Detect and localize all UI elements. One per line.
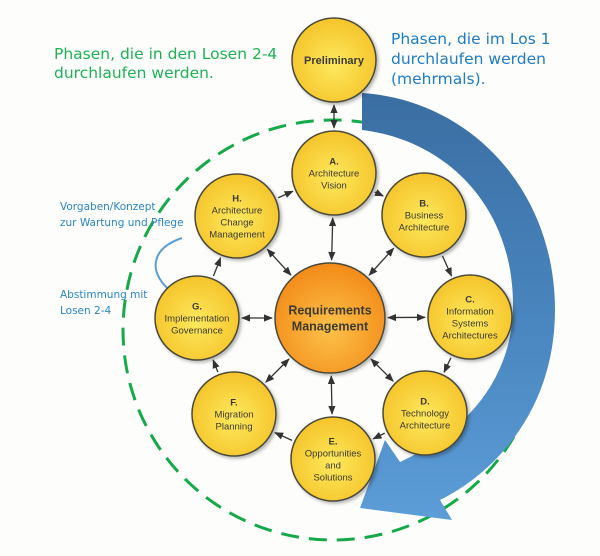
phase-letter: C.	[465, 294, 475, 305]
phase-preliminary[interactable]: Preliminary	[291, 17, 377, 103]
nodes: PreliminaryRequirementsManagementA.Archi…	[154, 17, 513, 502]
phase-letter: A.	[329, 156, 339, 167]
phase-label: Solutions	[313, 472, 352, 483]
phase-label: Architecture	[400, 420, 451, 431]
phase-label: Architecture	[399, 222, 450, 233]
feedback-arc-g-h	[154, 237, 183, 290]
spoke-arrow-e	[327, 375, 336, 415]
los-1-cycle-arrow	[360, 93, 555, 520]
annotation-line: durchlaufen werden.	[54, 63, 214, 82]
phase-letter: E.	[329, 436, 338, 447]
phase-letter: H.	[232, 193, 242, 204]
phase-e-circle	[290, 416, 376, 502]
annotation-line: Losen 2-4	[60, 304, 112, 317]
cycle-arrow-a-b	[374, 189, 385, 197]
phase-label: Architecture	[212, 205, 263, 216]
annotation-line: Phasen, die in den Losen 2-4	[54, 45, 278, 63]
abstimmung-annotation: Abstimmung mit Losen 2-4	[60, 288, 147, 320]
center-label: Requirements	[288, 303, 371, 317]
annotation-line: Phasen, die im Los 1	[391, 30, 551, 48]
spoke-arrow-f	[265, 358, 290, 383]
spoke-arrow-d	[370, 358, 394, 382]
phase-d-circle	[382, 370, 468, 456]
phase-label: Change	[220, 217, 253, 228]
annotation-line: Abstimmung mit	[60, 289, 148, 301]
los-1-annotation: Phasen, die im Los 1 durchlaufen werden …	[391, 30, 551, 89]
cycle-arrow-f-g	[212, 359, 220, 373]
cycle-arrow-c-d	[443, 357, 452, 374]
spoke-arrow-h	[266, 248, 292, 276]
cycle-arrow-h-a	[277, 190, 294, 199]
phase-preliminary-circle	[291, 17, 377, 103]
phase-label: Opportunities	[305, 448, 362, 459]
wartung-annotation: Vorgaben/Konzept zur Wartung und Pflege	[60, 200, 184, 232]
phase-label: Migration	[214, 409, 253, 420]
phase-label: Vision	[321, 180, 347, 191]
phase-label: Implementation	[165, 313, 230, 324]
phase-label: Architecture	[309, 168, 360, 179]
spoke-arrow-a	[328, 217, 337, 261]
phase-label: Business	[405, 210, 444, 221]
phase-label: Planning	[216, 421, 253, 432]
phase-label: and	[325, 460, 341, 471]
phase-letter: D.	[420, 396, 430, 407]
requirements-management-circle	[274, 262, 386, 374]
phase-letter: B.	[419, 198, 429, 209]
cycle-arrow-e-f	[274, 432, 293, 441]
phase-letter: F.	[230, 397, 237, 408]
lose-2-4-annotation: Phasen, die in den Losen 2-4 durchlaufen…	[54, 45, 277, 83]
phase-g-circle	[154, 275, 240, 361]
annotation-line: Vorgaben/Konzept	[60, 201, 156, 213]
connectors	[212, 104, 453, 441]
center-label: Management	[292, 319, 369, 333]
phase-label: Technology	[401, 408, 449, 419]
annotation-line: durchlaufen werden	[391, 49, 546, 68]
phase-label: Architectures	[442, 330, 498, 341]
cycle-arrow-d-e	[372, 431, 386, 440]
phase-label: Information	[446, 306, 494, 317]
spoke-arrow-b	[368, 247, 395, 276]
phase-h-circle	[194, 173, 280, 259]
cycle-arrow-g-h	[212, 257, 222, 277]
phase-label: Systems	[452, 318, 489, 329]
phase-b-circle	[381, 172, 467, 258]
phase-label: Governance	[171, 325, 223, 336]
phase-label: Preliminary	[304, 55, 365, 67]
cycle-arrow-b-c	[441, 255, 453, 277]
annotation-line: (mehrmals).	[391, 69, 486, 88]
phase-label: Management	[209, 229, 265, 240]
phase-a-circle	[291, 130, 377, 216]
annotation-line: zur Wartung und Pflege	[60, 216, 184, 229]
phase-c-circle	[427, 274, 513, 360]
phase-letter: G.	[192, 301, 202, 312]
phase-f-circle	[191, 371, 277, 457]
